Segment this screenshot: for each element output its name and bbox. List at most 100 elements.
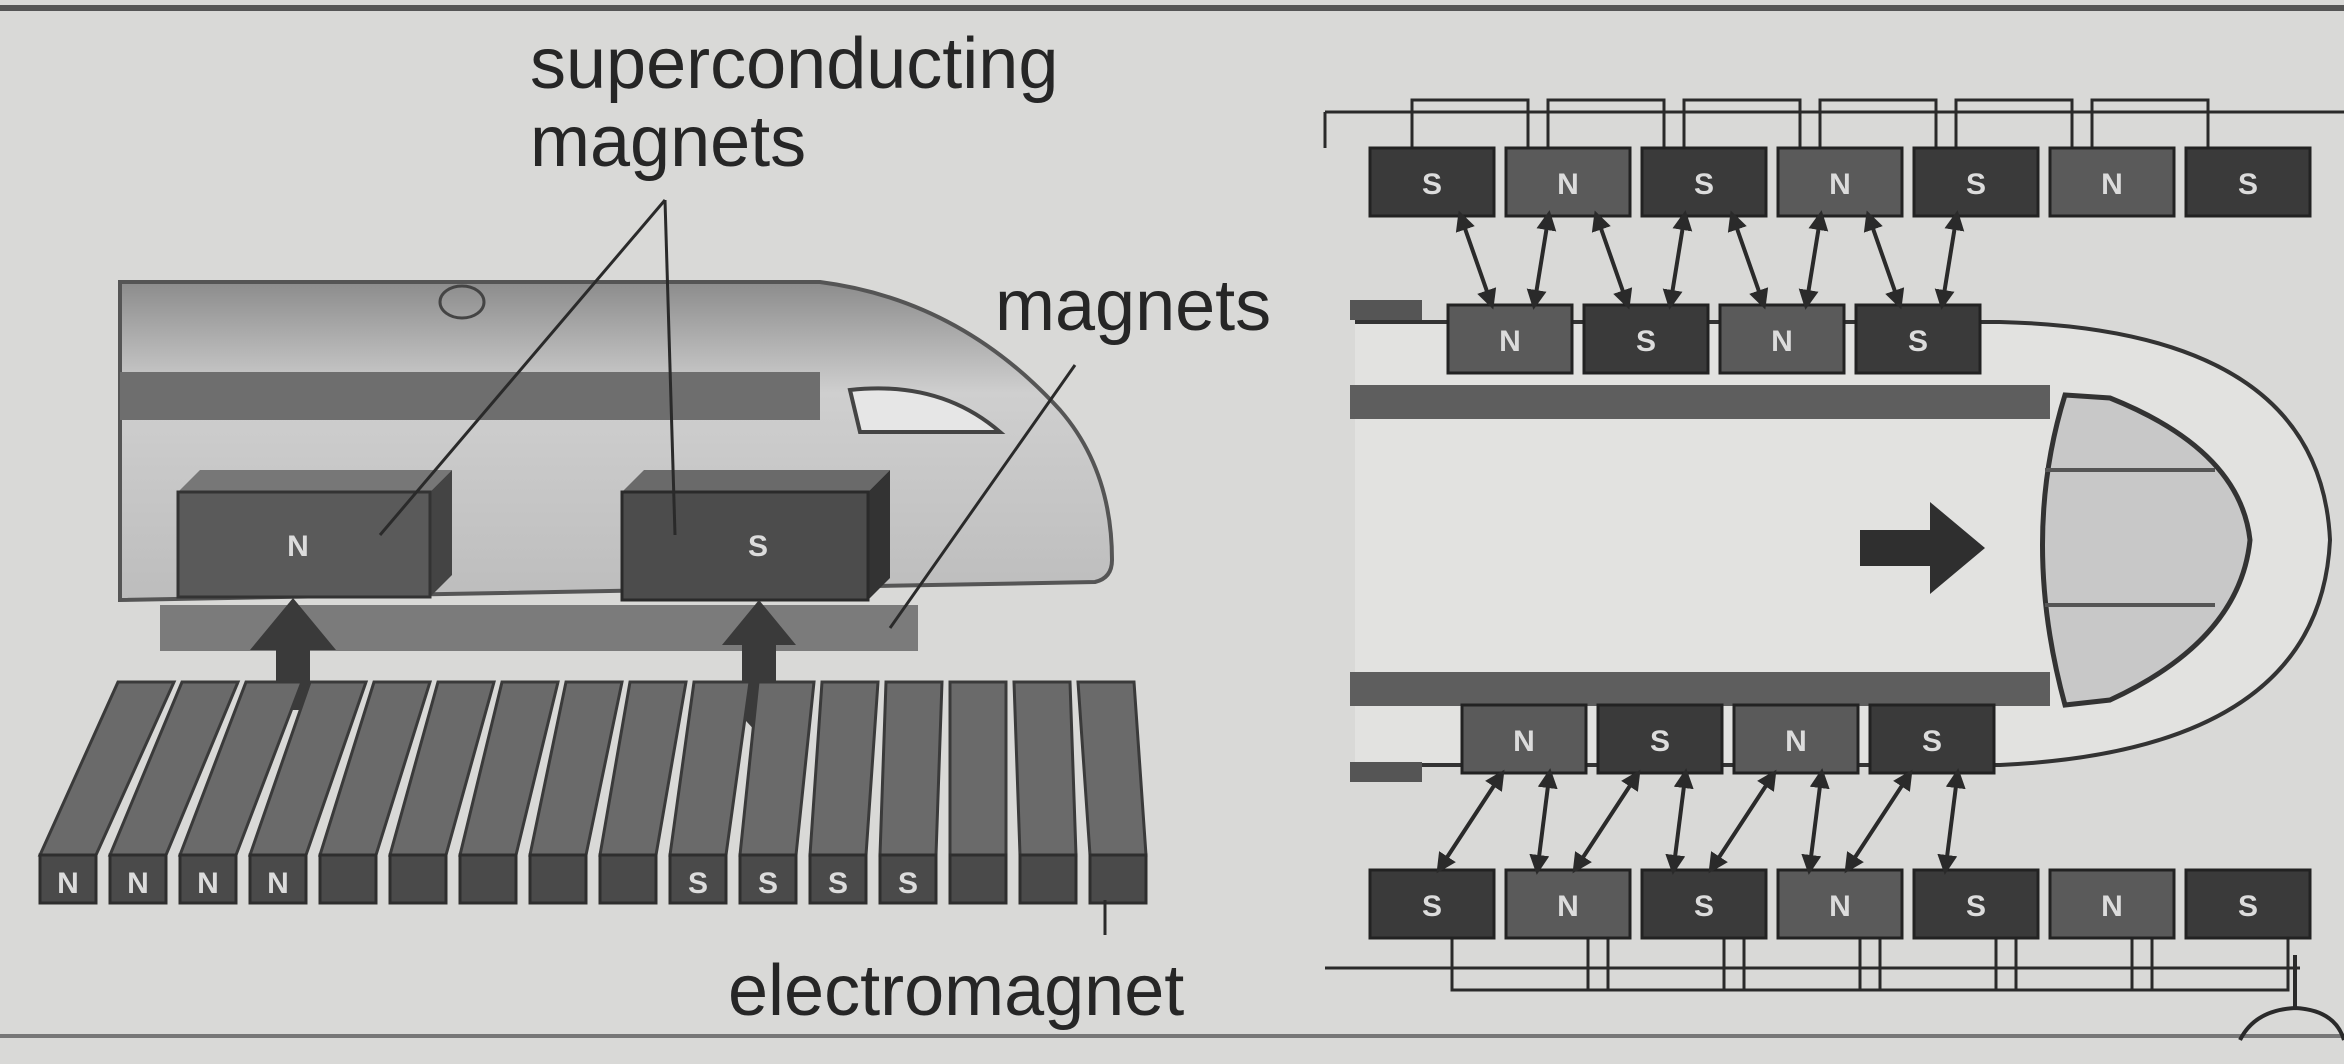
force-arrow (1708, 769, 1777, 874)
magnet-block (1732, 703, 1860, 775)
rail-letter: S (688, 867, 708, 900)
force-arrow (1727, 210, 1769, 310)
magnet-block (1504, 868, 1632, 940)
rail-letter: N (197, 867, 219, 900)
magnet-s-letter: S (748, 530, 768, 563)
magnet-pole-letter: S (1922, 725, 1942, 758)
stub-bottom (1350, 762, 1422, 782)
label-superconducting-line2: magnets (530, 102, 807, 182)
pointer-sc-left (378, 199, 667, 536)
magnet-pole-letter: N (2101, 168, 2123, 201)
train-bottom-rail (1350, 672, 2050, 706)
force-arrow (1591, 210, 1633, 310)
magnet-pole-letter: S (1422, 168, 1442, 201)
magnet-block (2184, 868, 2312, 940)
magnet-block (1912, 868, 2040, 940)
rail-segment: S (808, 680, 880, 905)
wire-loop-bottom (1994, 938, 2154, 992)
label-magnets: magnets (995, 266, 1272, 346)
wire-loop-bottom (1586, 938, 1746, 992)
magnet-pole-letter: N (1557, 890, 1579, 923)
rail-letter: N (267, 867, 289, 900)
magnet-pole-letter: S (1908, 325, 1928, 358)
magnet-block (1776, 146, 1904, 218)
wire-loop-top (1954, 98, 2074, 148)
rail-letter: S (898, 867, 918, 900)
label-superconducting-magnets: superconducting magnets (530, 28, 1058, 184)
rail-letter: S (758, 867, 778, 900)
superconducting-magnet-n: N (176, 470, 452, 599)
rail-segment: S (878, 680, 944, 905)
force-arrow (1665, 768, 1694, 875)
rail-letter: S (828, 867, 848, 900)
rail-segment (317, 680, 433, 905)
wire-loop-bottom (1858, 938, 2018, 992)
force-arrow (1844, 769, 1913, 874)
force-arrow (1662, 210, 1693, 310)
wire-loop-bottom (1450, 938, 1610, 992)
magnet-pole-letter: S (1422, 890, 1442, 923)
force-arrow (1798, 210, 1829, 310)
label-electromagnet: electromagnet (728, 951, 1185, 1031)
magnet-pole-letter: N (1829, 890, 1851, 923)
pointer-magnets (888, 364, 1077, 629)
rail-segment: N (177, 680, 305, 905)
magnet-block (1368, 868, 1496, 940)
wire-loop-top (1682, 98, 1802, 148)
rail-letter: N (57, 867, 79, 900)
pointer-sc-right (663, 199, 677, 536)
magnet-block (1640, 868, 1768, 940)
force-arrows (1436, 210, 1966, 875)
wire-loop-top (1818, 98, 1938, 148)
rail-segment: S (668, 680, 752, 905)
magnet-block (1460, 703, 1588, 775)
magnet-pole-letter: S (2238, 168, 2258, 201)
force-arrow (1455, 210, 1497, 310)
train-stripe (120, 372, 820, 420)
label-pointers (378, 199, 1107, 935)
force-arrow (1801, 768, 1830, 875)
magnet-block (1640, 146, 1768, 218)
magnet-pole-letter: S (1636, 325, 1656, 358)
train-top-rail (1350, 385, 2050, 419)
wire-loop-top (2090, 98, 2210, 148)
magnet-block (1446, 303, 1574, 375)
label-superconducting-line1: superconducting (530, 24, 1059, 104)
wire-loop-bottom (2130, 938, 2290, 992)
force-arrow (1529, 768, 1558, 875)
magnet-block (1596, 703, 1724, 775)
magnet-pole-letter: S (1694, 890, 1714, 923)
magnet-pole-letter: N (1829, 168, 1851, 201)
magnet-block (2048, 146, 2176, 218)
magnet-pole-letter: S (1650, 725, 1670, 758)
wire-loop-top (1410, 98, 1530, 148)
magnet-block (1504, 146, 1632, 218)
force-arrow (1934, 210, 1965, 310)
cockpit-window (2040, 392, 2253, 708)
magnet-pole-letter: N (1513, 725, 1535, 758)
rail-segment: N (37, 680, 177, 905)
magnet-block (1582, 303, 1710, 375)
superconducting-magnet-s: S (620, 470, 890, 602)
wire-loop-bottom (1722, 938, 1882, 992)
rail-segment: S (738, 680, 816, 905)
magnet-block (1368, 146, 1496, 218)
magnet-block (1868, 703, 1996, 775)
magnet-pole-letter: S (2238, 890, 2258, 923)
rail-segment (1076, 680, 1148, 905)
magnet-block (1718, 303, 1846, 375)
wire-loop-top (1546, 98, 1666, 148)
rail-letter: N (127, 867, 149, 900)
force-arrow (1937, 768, 1966, 875)
rail-segment (388, 680, 496, 905)
stub-top (1350, 300, 1422, 320)
rail-segment (948, 680, 1008, 905)
